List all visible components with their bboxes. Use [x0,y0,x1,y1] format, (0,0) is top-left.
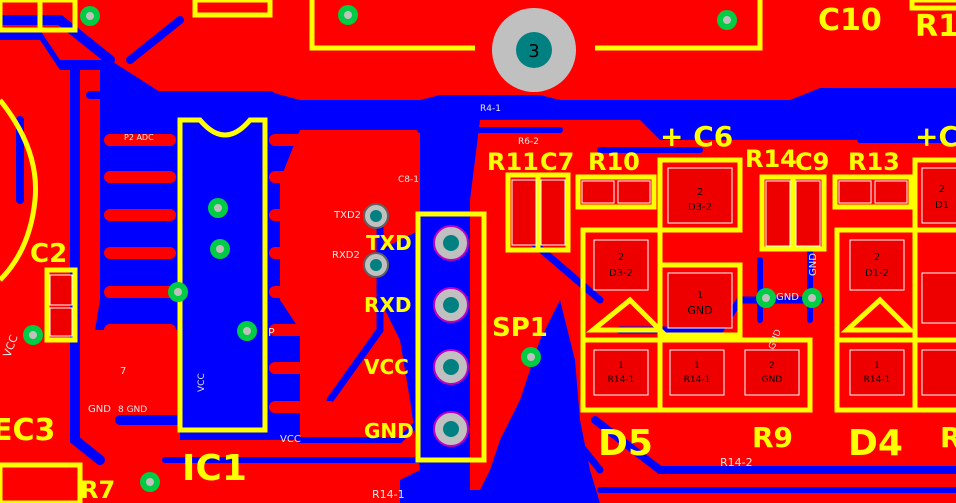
d1-2-label: D1-2 [865,268,889,279]
svg-text:1: 1 [694,361,700,371]
r14-1c-label: R14-1 [864,375,891,385]
ec3-outline [0,98,39,282]
rxd-label: RXD [364,293,411,317]
d4-label: D4 [848,423,903,464]
vcc-net: VCC [280,434,301,445]
net-labels: R14-2 R14-1 VCC R4-1 R6-2 C8-1 TXD2 RXD2… [1,104,819,501]
r14-1b-label: R14-1 [684,375,711,385]
header-pin-3 [433,349,469,385]
header-pins [433,225,469,447]
svg-text:2: 2 [769,361,775,371]
svg-text:2: 2 [874,252,880,263]
d3-2b-label: D3-2 [609,268,633,279]
c2-outline [44,267,78,343]
r14-1-net: R14-1 [372,488,405,501]
bottom-traces [0,15,956,493]
c9-label: C9 [795,148,829,176]
smd-pads [49,167,956,396]
gnd-vert-net: GND [776,292,799,303]
r14-1a-label: R14-1 [608,375,635,385]
c6-label: + C6 [660,120,733,153]
c2-label: C2 [30,239,67,269]
txd-label: TXD [366,231,412,255]
pad-labels: 2 D3-2 1 GND 2 D3-2 2 D1-2 1 R14-1 1 R14… [608,184,949,385]
gnd-left-net: GND [88,404,111,415]
r10-label: R10 [588,148,640,176]
ic-p-net: P [268,326,275,339]
plus-c-label: +C [915,120,956,153]
svg-text:2: 2 [939,184,945,195]
ic1-outline [177,117,268,433]
r-partial-label: R [940,421,956,454]
header-pin-2 [433,287,469,323]
component-labels: IC1 EC3 C2 R7 SP1 D5 D4 R9 C10 R1 R11 C7… [0,3,956,503]
svg-text:2: 2 [618,252,624,263]
r11-label: R11 [487,148,539,176]
rxd2-net: RXD2 [332,250,360,261]
vcc-label: VCC [364,355,409,379]
pin-3-label: 3 [528,41,539,62]
gnd8-net: 8 GND [118,405,147,415]
r1-label: R1 [915,9,956,44]
r9-label: R9 [752,421,793,454]
r14-label: R14 [745,145,797,173]
c7-label: C7 [540,148,574,176]
svg-text:2: 2 [697,187,703,198]
p2-adc-net: P2 ADC [124,133,154,142]
gnd-pad-label: GND [687,304,712,317]
svg-text:1: 1 [697,290,703,301]
svg-text:1: 1 [618,361,624,371]
r13-label: R13 [848,148,900,176]
r7-label: R7 [80,476,115,503]
ic-vcc-net: VCC [197,373,207,392]
ec3-label: EC3 [0,413,55,448]
txd2-net: TXD2 [333,210,361,221]
ic1-label: IC1 [182,448,247,489]
header-outline [415,211,487,463]
d3-2-label: D3-2 [688,202,712,213]
ic-pin-traces [104,134,336,413]
r14-2-net: R14-2 [720,456,753,469]
gnd-small-label: GND [762,375,783,385]
gnd-label: GND [364,419,414,443]
d1-label: D1 [935,200,949,211]
gnd-vert2-net: GND [808,253,819,276]
r4-1-net: R4-1 [480,104,501,114]
big-through-hole-pad: 3 [492,8,576,92]
c8-1-net: C8-1 [398,175,419,185]
svg-text:1: 1 [874,361,880,371]
num7-net: 7 [120,366,126,377]
r6-2-net: R6-2 [518,137,539,147]
header-pin-4 [433,411,469,447]
d5-label: D5 [598,423,653,464]
header-pin-1 [433,225,469,261]
vias [23,5,822,492]
sp1-label: SP1 [492,313,548,343]
header-labels: TXD RXD VCC GND [364,231,414,443]
c10-label: C10 [818,3,882,38]
